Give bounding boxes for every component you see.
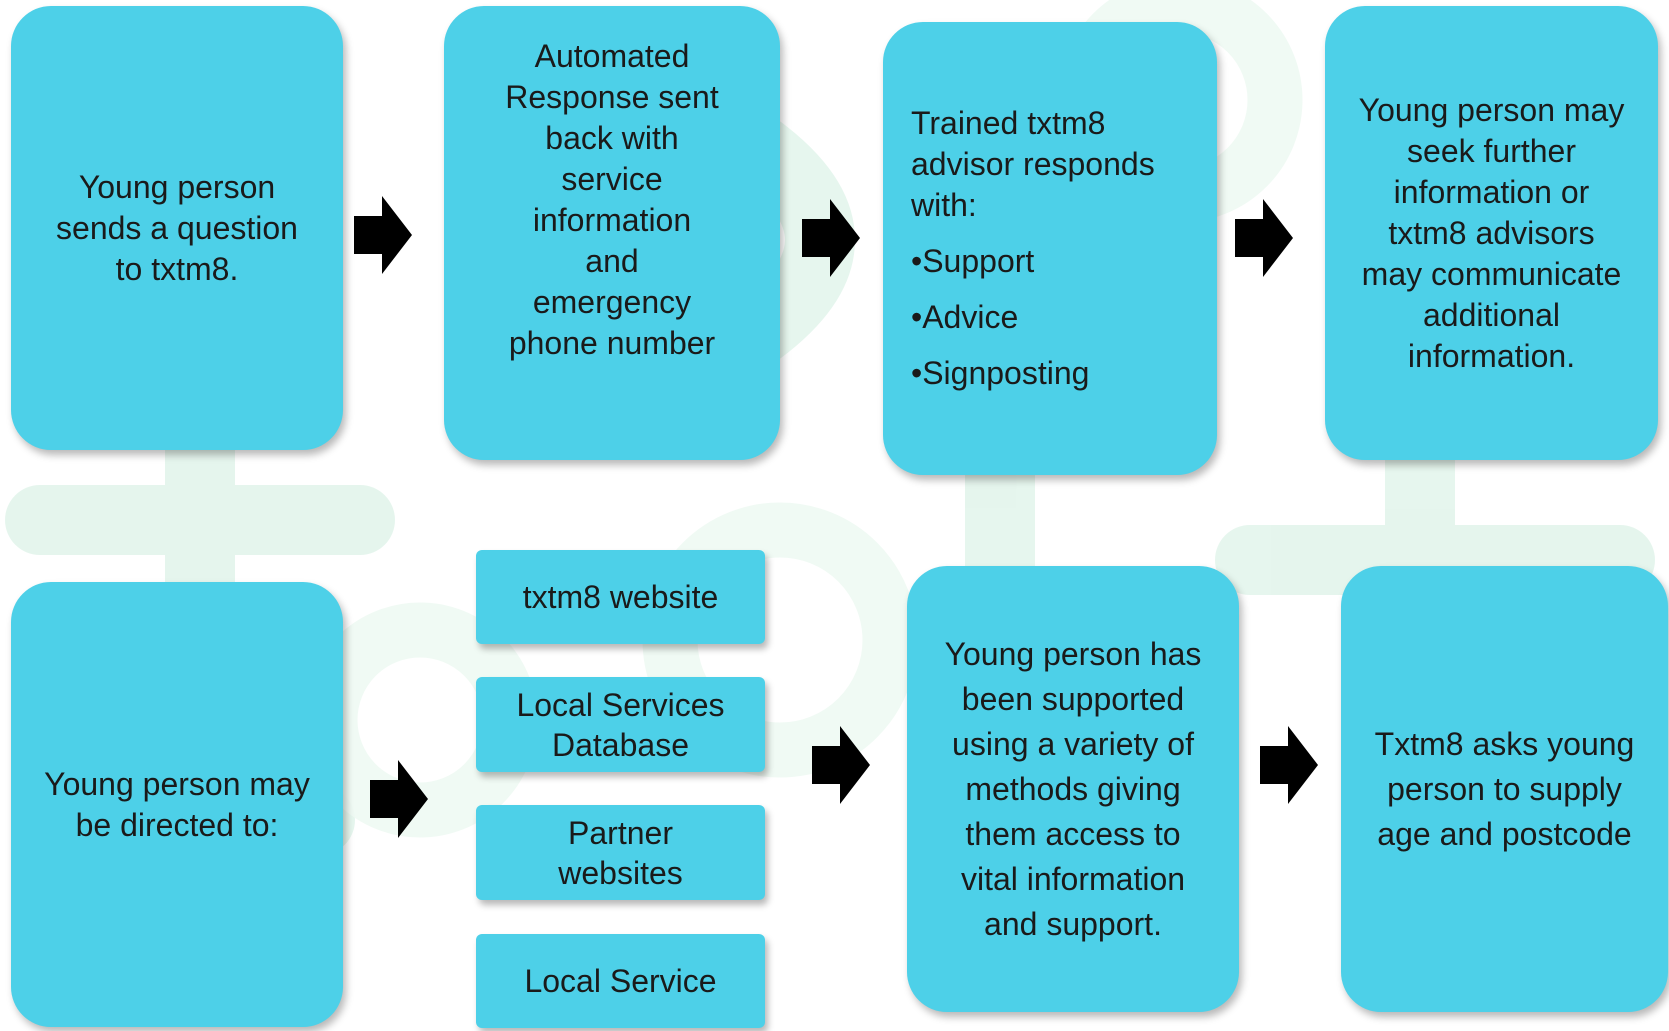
bullet-advice: •Advice — [911, 299, 1019, 335]
text-line: txtm8 advisors — [1388, 214, 1595, 251]
right-arrow-icon — [1235, 199, 1293, 277]
text-line: Response sent — [505, 79, 719, 115]
step-send-question: Young person sends a question to txtm8. — [11, 6, 343, 450]
text-line: with: — [911, 187, 977, 223]
step-further-information: Young person may seek further informatio… — [1325, 6, 1658, 460]
text-line: vital information — [960, 860, 1186, 897]
step-send-question-text: Young person sends a question to txtm8. — [56, 168, 298, 287]
text-line: Txtm8 asks young — [1374, 725, 1635, 762]
text-line: be directed to: — [75, 806, 279, 843]
right-arrow-icon — [802, 199, 860, 277]
option-local-services-database: Local Services Database — [476, 677, 765, 772]
text-line: Automated — [534, 38, 690, 74]
text-line: emergency — [532, 284, 692, 320]
option-local-service: Local Service — [476, 934, 765, 1028]
text-line: using a variety of — [952, 725, 1194, 762]
step-automated-response: Automated Response sent back with servic… — [444, 6, 780, 460]
text-line: Young person may — [44, 765, 310, 802]
text-line: additional — [1423, 296, 1560, 333]
step-advisor-responds: Trained txtm8 advisor responds with: •Su… — [883, 22, 1217, 475]
text-line: age and postcode — [1377, 815, 1632, 852]
text-line: person to supply — [1387, 770, 1622, 807]
bullet-signposting: •Signposting — [911, 355, 1090, 391]
right-arrow-icon — [1260, 726, 1318, 804]
text-line: information — [532, 202, 692, 238]
text-line: back with — [545, 120, 679, 156]
option-label: Local Service — [524, 963, 717, 999]
text-line: may communicate — [1361, 255, 1622, 292]
text-line: information. — [1407, 337, 1576, 374]
bullet-support: •Support — [911, 243, 1035, 279]
right-arrow-icon — [354, 196, 412, 274]
text-line: and — [585, 243, 639, 279]
right-arrow-icon — [370, 760, 428, 838]
text-line: Young person may — [1358, 91, 1625, 128]
option-label: Local Services Database — [516, 686, 725, 763]
text-line: been supported — [961, 680, 1185, 717]
text-line: seek further — [1407, 132, 1576, 169]
option-label: txtm8 website — [522, 579, 719, 615]
text-line: them access to — [965, 815, 1181, 852]
option-txtm8-website: txtm8 website — [476, 550, 765, 644]
text-line: Trained txtm8 — [911, 105, 1106, 141]
option-partner-websites: Partner websites — [476, 805, 765, 900]
text-line: advisor responds — [911, 146, 1155, 182]
right-arrow-icon — [812, 726, 870, 804]
text-line: methods giving — [965, 770, 1181, 807]
step-person-supported: Young person has been supported using a … — [907, 566, 1239, 1012]
text-line: information or — [1393, 173, 1590, 210]
option-label: Partner websites — [558, 814, 683, 891]
text-line: Young person has — [944, 635, 1202, 672]
step-may-be-directed: Young person may be directed to: — [11, 582, 343, 1027]
advisor-response-list: •Support •Advice •Signposting — [911, 226, 1089, 394]
text-line: service — [561, 161, 663, 197]
text-line: and support. — [984, 905, 1162, 942]
step-ask-age-postcode: Txtm8 asks young person to supply age an… — [1341, 566, 1668, 1012]
text-line: phone number — [508, 325, 716, 361]
